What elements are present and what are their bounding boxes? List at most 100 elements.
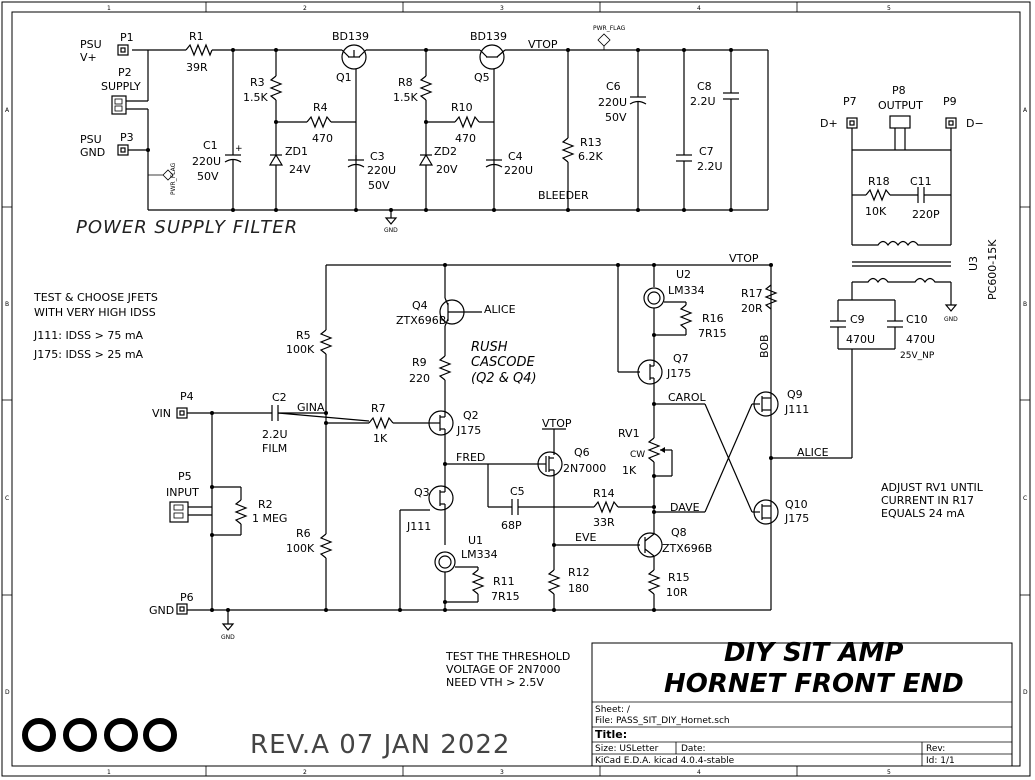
q5-ref: Q5 — [474, 71, 490, 84]
col-label: 2 — [303, 769, 307, 776]
col-label: 3 — [500, 5, 504, 12]
r16-val: 7R15 — [698, 327, 727, 340]
p4-ref: P4 — [180, 390, 194, 403]
cascode-3: (Q2 & Q4) — [471, 371, 537, 386]
r7-val: 1K — [373, 432, 388, 445]
adjust-note-3: EQUALS 24 mA — [881, 507, 965, 520]
row-label: C — [1023, 495, 1027, 502]
p2-ref: P2 — [118, 66, 132, 79]
c1-v: 50V — [197, 170, 219, 183]
p6-label: GND — [149, 604, 174, 617]
r3-val: 1.5K — [243, 91, 268, 104]
rv1-val: 1K — [622, 464, 637, 477]
jfet-note-1: TEST & CHOOSE JFETS — [33, 291, 158, 304]
r2-ref: R2 — [258, 498, 273, 511]
output-section: P7 D+ P8 OUTPUT P9 D− R18 10K C11 220P G… — [820, 84, 999, 458]
vtop-label: VTOP — [528, 38, 558, 51]
p2-label: SUPPLY — [101, 80, 141, 93]
adjust-note-2: CURRENT IN R17 — [881, 494, 974, 507]
carol-label: CAROL — [668, 391, 707, 404]
q8-val: ZTX696B — [662, 542, 712, 555]
gnd-out: GND — [944, 316, 958, 323]
power-supply-title: POWER SUPPLY FILTER — [76, 217, 298, 238]
eve-label: EVE — [575, 531, 596, 544]
p3-label1: PSU — [80, 133, 102, 146]
row-label: B — [1023, 301, 1027, 308]
c2-val: 2.2U — [262, 428, 288, 441]
pwr-flag-top: PWR_FLAG — [593, 25, 626, 32]
c1-val: 220U — [192, 155, 221, 168]
size-label: Size: USLetter — [595, 744, 659, 754]
c10-val: 470U — [906, 333, 935, 346]
q10-val: J175 — [784, 512, 809, 525]
alice-label-1: ALICE — [484, 303, 516, 316]
c4-ref: C4 — [508, 150, 523, 163]
c10-ref: C10 — [906, 313, 928, 326]
p7-ref: P7 — [843, 95, 857, 108]
id-label: Id: 1/1 — [926, 756, 955, 766]
u2-ref: U2 — [676, 268, 691, 281]
c9-ref: C9 — [850, 313, 865, 326]
c3-v: 50V — [368, 179, 390, 192]
c4-val: 220U — [504, 164, 533, 177]
p3-label2: GND — [80, 146, 105, 159]
q10-ref: Q10 — [785, 498, 808, 511]
r14-val: 33R — [593, 516, 615, 529]
r18-val: 10K — [865, 205, 887, 218]
gnd-label: GND — [384, 227, 398, 234]
r10-ref: R10 — [451, 101, 473, 114]
rev-label: Rev: — [926, 744, 945, 754]
col-label: 4 — [697, 5, 701, 12]
r8-val: 1.5K — [393, 91, 418, 104]
p1-label1: PSU — [80, 38, 102, 51]
col-label: 4 — [697, 769, 701, 776]
revision-text: REV.A 07 JAN 2022 — [250, 730, 510, 760]
c3-val: 220U — [367, 164, 396, 177]
p7-label: D+ — [820, 117, 838, 130]
r4-ref: R4 — [313, 101, 328, 114]
zd2-val: 20V — [436, 163, 458, 176]
p9-ref: P9 — [943, 95, 957, 108]
r16-ref: R16 — [702, 312, 724, 325]
logo-circles — [22, 718, 177, 752]
col-label: 2 — [303, 5, 307, 12]
bleeder-label: BLEEDER — [538, 189, 589, 202]
r17-val: 20R — [741, 302, 763, 315]
gina-label: GINA — [297, 401, 325, 414]
u1-val: LM334 — [461, 548, 498, 561]
file-label: File: PASS_SIT_DIY_Hornet.sch — [595, 716, 730, 726]
vtop-rail-label: VTOP — [729, 252, 759, 265]
c8-ref: C8 — [697, 80, 712, 93]
r5-ref: R5 — [296, 329, 311, 342]
q3-ref: Q3 — [414, 486, 430, 499]
cascode-1: RUSH — [471, 340, 508, 355]
p8-ref: P8 — [892, 84, 906, 97]
c11-val: 220P — [912, 208, 940, 221]
q2-ref: Q2 — [463, 409, 479, 422]
c2-v: FILM — [262, 442, 287, 455]
p9-label: D− — [966, 117, 984, 130]
r2-val: 1 MEG — [252, 512, 287, 525]
c5-val: 68P — [501, 519, 522, 532]
r11-val: 7R15 — [491, 590, 520, 603]
q2-val: J175 — [456, 424, 481, 437]
c6-v: 50V — [605, 111, 627, 124]
q4-val: ZTX696B — [396, 314, 446, 327]
q3-val: J111 — [406, 520, 431, 533]
row-label: C — [5, 495, 9, 502]
q6-ref: Q6 — [574, 446, 590, 459]
zd1-val: 24V — [289, 163, 311, 176]
q7-ref: Q7 — [673, 352, 689, 365]
bob-label: BOB — [758, 334, 771, 358]
r9-val: 220 — [409, 372, 430, 385]
row-label: D — [1023, 689, 1028, 696]
r1-val: 39R — [186, 61, 208, 74]
vtop-q6: VTOP — [542, 417, 572, 430]
q6-val: 2N7000 — [563, 462, 606, 475]
p5-ref: P5 — [178, 470, 192, 483]
row-label: A — [5, 107, 10, 114]
col-label: 3 — [500, 769, 504, 776]
r7-ref: R7 — [371, 402, 386, 415]
sheet-label: Sheet: / — [595, 705, 631, 715]
